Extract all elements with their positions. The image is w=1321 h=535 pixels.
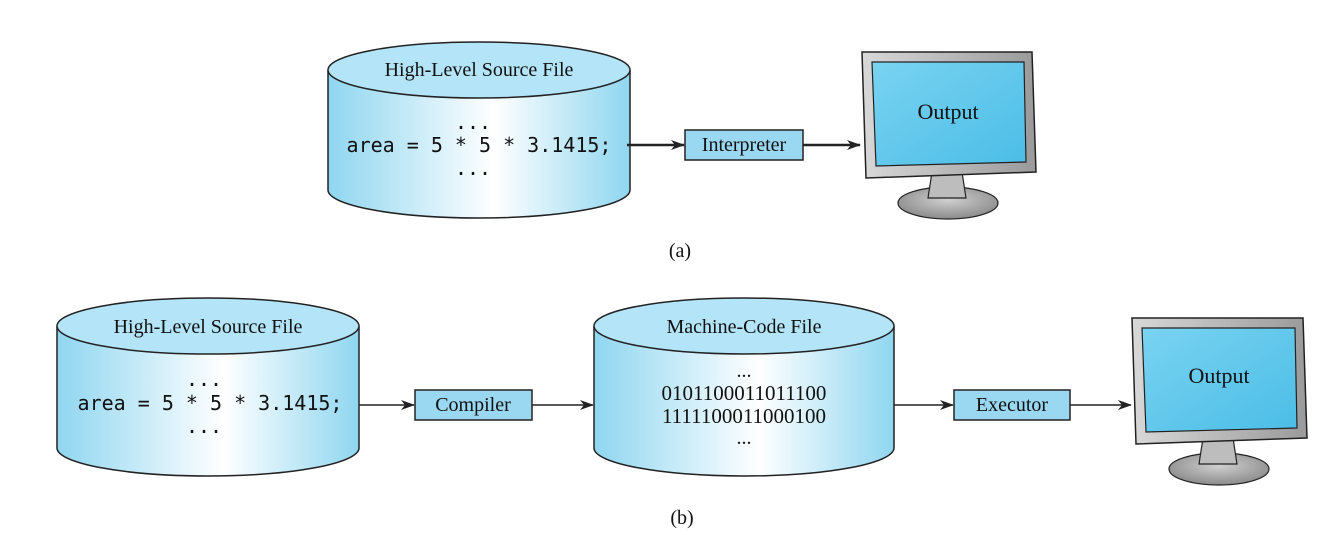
source-dots-bottom-a: ... — [455, 156, 491, 180]
monitor-b: Output — [1131, 317, 1308, 486]
monitor-screen-b — [1141, 327, 1298, 433]
interpreter-label: Interpreter — [702, 134, 787, 156]
source-dots-top-b: ... — [186, 367, 222, 391]
caption-a: (a) — [669, 240, 691, 262]
executor-box: Executor — [953, 389, 1071, 421]
source-dots-top-a: ... — [455, 110, 491, 134]
machine-code-title: Machine-Code File — [667, 316, 822, 338]
source-code-a: area = 5 * 5 * 3.1415; — [347, 133, 612, 157]
machine-code-line-1: 0101100011011100 — [662, 381, 827, 405]
source-dots-bottom-b: ... — [186, 414, 222, 438]
compiler-label: Compiler — [435, 394, 511, 416]
source-file-cylinder-a: High-Level Source File ... area = 5 * 5 … — [327, 41, 631, 219]
machine-dots-top: ... — [737, 360, 752, 382]
compiler-box: Compiler — [414, 389, 533, 421]
source-file-title-a: High-Level Source File — [385, 59, 574, 81]
machine-dots-bottom: ... — [737, 427, 752, 449]
monitor-a: Output — [861, 51, 1037, 220]
source-code-b: area = 5 * 5 * 3.1415; — [78, 391, 343, 415]
monitor-output-label-b: Output — [1188, 363, 1249, 388]
machine-code-line-2: 1111100011000100 — [662, 404, 826, 428]
monitor-output-label-a: Output — [917, 99, 978, 124]
caption-b: (b) — [670, 507, 693, 529]
source-file-title-b: High-Level Source File — [114, 316, 303, 338]
monitor-screen-a — [871, 61, 1027, 167]
diagram-a: High-Level Source File ... area = 5 * 5 … — [327, 41, 1037, 262]
machine-code-cylinder: Machine-Code File ... 0101100011011100 1… — [593, 297, 895, 477]
source-file-cylinder-b: High-Level Source File ... area = 5 * 5 … — [56, 297, 360, 477]
executor-label: Executor — [976, 394, 1049, 416]
interpreter-box: Interpreter — [684, 129, 804, 161]
diagram-b: High-Level Source File ... area = 5 * 5 … — [56, 297, 1308, 529]
